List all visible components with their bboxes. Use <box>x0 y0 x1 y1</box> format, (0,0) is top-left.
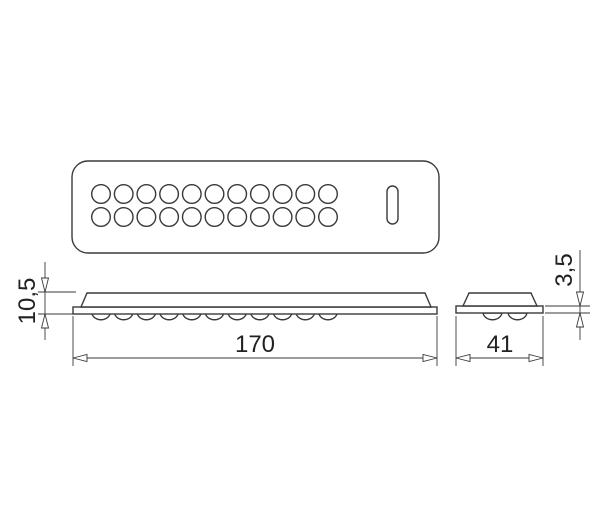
thickness-dimension: 3,5 <box>545 250 590 340</box>
hole <box>227 206 248 227</box>
arrowhead <box>575 312 585 328</box>
length-dimension: 170 <box>72 316 438 366</box>
front-view <box>72 292 438 321</box>
side-base-plate <box>455 305 544 314</box>
hole <box>90 183 111 204</box>
hole <box>181 206 202 227</box>
hole <box>204 183 225 204</box>
width-label: 41 <box>487 331 514 358</box>
length-label: 170 <box>235 331 275 358</box>
top-plate <box>79 292 433 308</box>
arrowhead <box>455 353 471 363</box>
hole <box>272 183 293 204</box>
hole <box>159 206 180 227</box>
hole <box>318 183 339 204</box>
hole <box>181 183 202 204</box>
plate-outline <box>71 160 440 254</box>
hole <box>295 183 316 204</box>
hole <box>90 206 111 227</box>
top-view <box>71 160 440 254</box>
arrowhead <box>422 353 438 363</box>
hole <box>272 206 293 227</box>
hole <box>249 183 270 204</box>
base-plate <box>72 306 438 315</box>
thickness-label: 3,5 <box>551 253 578 286</box>
hole <box>113 183 134 204</box>
arrowhead <box>40 277 50 293</box>
hole <box>227 183 248 204</box>
side-top-plate <box>461 292 539 307</box>
hole <box>249 206 270 227</box>
hole <box>113 206 134 227</box>
hole-grid <box>90 183 339 227</box>
height-dimension: 10,5 <box>14 262 76 340</box>
hole <box>159 183 180 204</box>
hole <box>295 206 316 227</box>
hole <box>136 183 157 204</box>
arrowhead <box>575 291 585 307</box>
arrowhead <box>528 353 544 363</box>
arrowhead <box>40 313 50 329</box>
hole <box>318 206 339 227</box>
hole <box>136 206 157 227</box>
arrowhead <box>72 353 88 363</box>
slot-hole <box>386 185 399 225</box>
height-label: 10,5 <box>14 278 41 325</box>
side-view <box>455 292 544 321</box>
side-bump <box>507 312 528 321</box>
width-dimension: 41 <box>455 316 544 366</box>
side-bump <box>482 312 503 321</box>
hole <box>204 206 225 227</box>
